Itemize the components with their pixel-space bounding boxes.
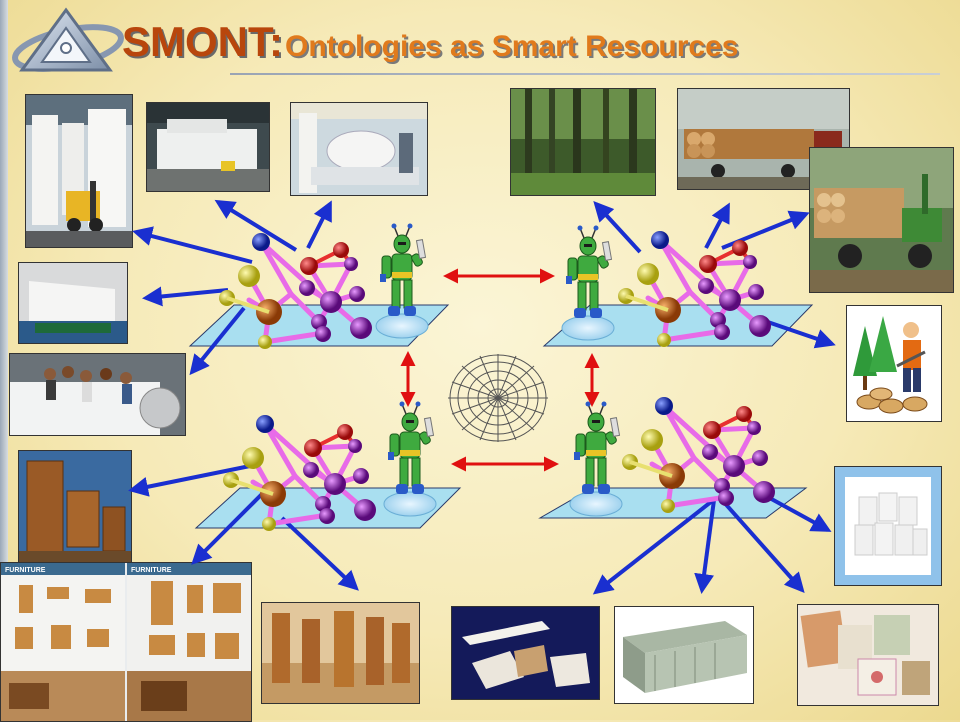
title-subtitle: Ontologies as Smart Resources <box>285 30 739 63</box>
agent-communication-arrows <box>400 268 600 472</box>
ontology-plane-br <box>538 487 808 519</box>
agent-robot-icon <box>561 224 615 341</box>
photo-folded-paper-towels <box>614 606 754 704</box>
resource-arrows <box>128 199 836 595</box>
ontology-plane-tl <box>188 304 450 347</box>
agent-robot-icon <box>383 400 437 517</box>
photo-paper-stacks <box>146 102 270 192</box>
left-edge-bar <box>0 0 8 720</box>
furniture-catalog: FURNITURE FURNITURE <box>0 562 252 722</box>
title-underline <box>230 73 940 75</box>
catalog-label-left: FURNITURE <box>5 567 46 574</box>
photo-wooden-furniture-set <box>18 450 132 564</box>
photo-log-forwarder <box>809 147 954 293</box>
photo-workers-paper-roll <box>9 353 186 436</box>
slide-title: SMONT: Ontologies as Smart Resources <box>122 18 739 68</box>
spider-web-icon <box>448 354 548 442</box>
photo-paper-warehouse-forklift <box>25 94 133 248</box>
photo-paper-machine-roll <box>290 102 428 196</box>
ontology-graph-bl <box>223 415 376 531</box>
ontology-plane-tr <box>542 304 814 347</box>
agent-robot-icon <box>375 222 429 339</box>
ontology-graph-br <box>622 397 775 513</box>
agent-robot-icon <box>569 400 623 517</box>
photo-forest <box>510 88 656 196</box>
catalog-label-right: FURNITURE <box>131 567 172 574</box>
photo-paper-roll-machine <box>18 262 128 344</box>
photo-paper-sheets-box <box>451 606 600 700</box>
photo-tissue-rolls <box>834 466 942 586</box>
photo-craft-paper-cards <box>797 604 939 706</box>
ontology-graph-tl <box>219 233 372 349</box>
photo-dining-chairs <box>261 602 420 704</box>
ontology-graph-tr <box>618 231 771 347</box>
logo-triangle-icon <box>12 7 124 72</box>
title-main: SMONT: <box>122 18 283 65</box>
ontology-plane-bl <box>194 487 462 529</box>
woodcutter-clipart-icon <box>846 305 942 422</box>
